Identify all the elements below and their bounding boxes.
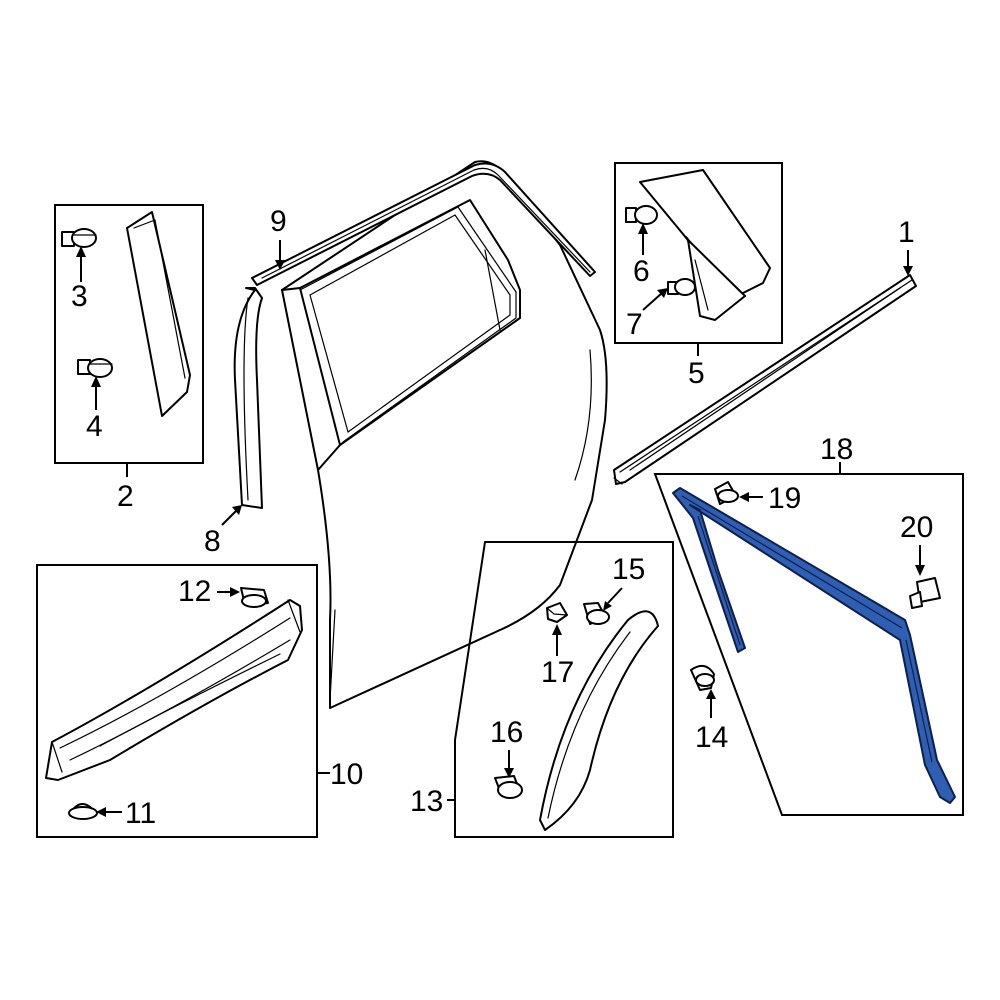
callout-leaders: [76, 223, 925, 817]
bolt-4: [77, 358, 113, 378]
callout-20: 20: [900, 511, 933, 544]
callout-2: 2: [117, 480, 134, 513]
callout-1: 1: [898, 216, 915, 249]
callout-17: 17: [541, 656, 574, 689]
group-10-rocker-molding: [36, 564, 318, 838]
callout-11: 11: [125, 797, 156, 830]
belt-molding: [613, 274, 917, 485]
callout-8: 8: [204, 525, 221, 558]
callout-18: 18: [820, 433, 853, 466]
callout-16: 16: [490, 716, 523, 749]
clip-19: [714, 481, 739, 505]
callout-7: 7: [626, 308, 643, 341]
bolt-7: [667, 278, 696, 296]
callout-13: 13: [410, 785, 443, 818]
clip-12: [240, 587, 269, 608]
clip-16: [494, 775, 523, 799]
callout-labels: 1 2 3 4 5 6 7 8 9 10 11 12 13 14 15 16 1…: [71, 205, 933, 830]
clip-20: [909, 577, 941, 609]
callout-5: 5: [688, 357, 705, 390]
nut-14: [690, 664, 715, 691]
callout-10: 10: [330, 758, 363, 791]
callout-15: 15: [612, 553, 645, 586]
callout-6: 6: [633, 255, 650, 288]
bolt-6: [625, 205, 658, 225]
b-pillar-seal: [233, 287, 263, 509]
group-13-wheel-arch-molding: [454, 541, 674, 838]
callout-14: 14: [695, 721, 728, 754]
group-18-door-weatherstrip: [653, 473, 964, 816]
callout-19: 19: [768, 482, 801, 515]
roof-drip-molding: [251, 162, 596, 286]
fastener-17: [546, 602, 568, 623]
callout-12: 12: [178, 575, 211, 608]
callout-3: 3: [71, 280, 88, 313]
callout-9: 9: [270, 205, 287, 238]
clip-11: [68, 803, 98, 820]
clip-15: [583, 602, 610, 625]
group-5-window-molding: [614, 162, 783, 344]
callout-4: 4: [86, 410, 103, 443]
group-2-pillar-applique: [54, 204, 204, 464]
bolt-3: [61, 228, 97, 248]
